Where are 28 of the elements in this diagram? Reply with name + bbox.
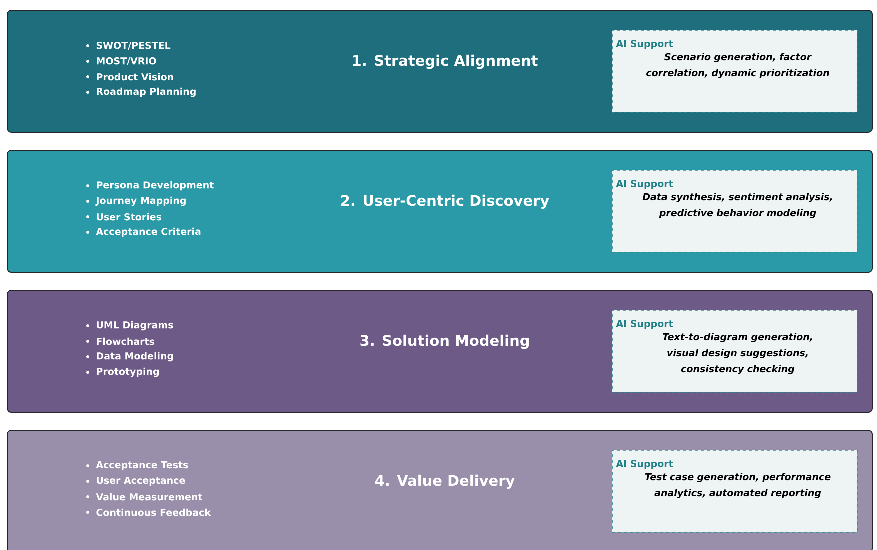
bullet-item: Data Modeling bbox=[86, 352, 174, 362]
box-heading: AI Support bbox=[616, 460, 674, 470]
bullet-item: Acceptance Criteria bbox=[86, 228, 201, 238]
box-heading: AI Support bbox=[616, 40, 674, 50]
stage-title: 4. Value Delivery bbox=[375, 474, 515, 490]
bullet-item: Roadmap Planning bbox=[86, 88, 196, 98]
bullet-item: Persona Development bbox=[86, 181, 214, 191]
stage-title: 3. Solution Modeling bbox=[360, 334, 530, 350]
bullet-item: MOST/VRIO bbox=[86, 58, 156, 66]
ai-description: Text-to-diagram generation, visual design suggestions, consistency checking bbox=[662, 333, 812, 374]
ai-description: Test case generation, performance analytics, automated reporting bbox=[645, 473, 831, 498]
bullet-item: UML Diagrams bbox=[86, 321, 174, 331]
bullet-item: Prototyping bbox=[86, 368, 160, 378]
box-heading: AI Support bbox=[616, 180, 674, 190]
bullet-item: Value Measurement bbox=[86, 493, 202, 501]
ai-description: Data synthesis, sentiment analysis, predictive behavior modeling bbox=[642, 193, 832, 218]
stage-title: 2. User-Centric Discovery bbox=[342, 194, 550, 210]
bullet-item: User Acceptance bbox=[86, 477, 186, 486]
bullet-item: Journey Mapping bbox=[86, 196, 186, 206]
stage-title: 1. Strategic Alignment bbox=[353, 54, 538, 70]
box-heading: AI Support bbox=[616, 320, 674, 330]
bullet-item: Flowcharts bbox=[86, 338, 154, 346]
bullet-item: SWOT/PESTEL bbox=[86, 42, 171, 50]
bullet-item: User Stories bbox=[86, 213, 162, 221]
bullet-item: Continuous Feedback bbox=[86, 508, 212, 516]
bullet-item: Acceptance Tests bbox=[86, 462, 188, 470]
ai-description: Scenario generation, factor correlation, dynamic prioritization bbox=[646, 53, 830, 78]
bullet-item: Product Vision bbox=[86, 73, 174, 81]
